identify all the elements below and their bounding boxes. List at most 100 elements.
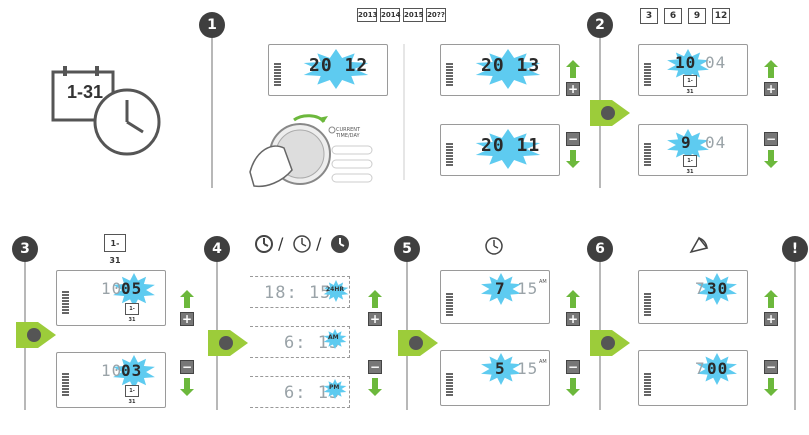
hour-value: 7 [695, 359, 706, 378]
mode-tag: PM [329, 384, 340, 391]
minute-value: 00 [707, 359, 729, 378]
plus-button[interactable]: + [368, 312, 382, 326]
signal-bars [446, 293, 453, 317]
control-dial[interactable]: CURRENT TIME/DAY [232, 112, 382, 192]
ampm-tag: AM [539, 279, 547, 285]
year-icon-2013: 2013 [357, 8, 377, 22]
intro-date-range: 1-31 [66, 82, 104, 102]
warning-circle: ! [782, 236, 808, 262]
clock-am-icon [293, 235, 311, 253]
plus-button[interactable]: + [180, 312, 194, 326]
signal-bars [446, 63, 453, 87]
step-6-play-icon[interactable] [590, 326, 630, 360]
down-arrow-icon [566, 378, 580, 396]
time-value: 6: 15 [284, 333, 341, 353]
year-icon-2014: 2014 [380, 8, 400, 22]
step-1-display-main: 20 12 [268, 44, 388, 96]
step-2-display-up: 10 04 1-31 [638, 44, 748, 96]
step-1-circle: 1 [199, 12, 225, 38]
time-format-row-pm: 6: 15 PM [250, 376, 350, 408]
day-value: 05 [121, 279, 143, 298]
year-value: 20 12 [309, 55, 369, 76]
year-icon-2015: 2015 [403, 8, 423, 22]
minus-button[interactable]: − [368, 360, 382, 374]
year-icons: 2013 2014 2015 20?? [357, 8, 447, 24]
step-4-circle: 4 [204, 236, 230, 262]
cal-tag: 1-31 [683, 155, 697, 175]
step-3-display-down: 10 03 1-31 [56, 352, 166, 408]
cal-tag: 1-31 [683, 75, 697, 95]
step-6-display-up: 7 30 [638, 270, 748, 324]
minus-button[interactable]: − [566, 132, 580, 146]
time-value: 6: 15 [284, 383, 341, 403]
minus-button[interactable]: − [764, 360, 778, 374]
step-5-circle: 5 [394, 236, 420, 262]
year-value: 20 11 [481, 135, 541, 156]
dial-label: CURRENT TIME/DAY [336, 127, 361, 139]
signal-bars [644, 63, 651, 87]
hour-value: 5 [495, 359, 506, 378]
ampm-tag: AM [539, 359, 547, 365]
clock-modes: / / [254, 234, 364, 256]
plus-button[interactable]: + [764, 312, 778, 326]
signal-bars [446, 143, 453, 167]
month-icon-3: 3 [640, 8, 658, 24]
month-value: 10 [675, 53, 697, 72]
signal-bars [446, 373, 453, 397]
step-3-display-up: 10 05 1-31 [56, 270, 166, 326]
step-3-calendar-icon: 1-31 [104, 234, 126, 265]
minus-button[interactable]: − [180, 360, 194, 374]
year-value: 20 13 [481, 55, 541, 76]
plus-button[interactable]: + [566, 82, 580, 96]
time-value: 18: 15 [264, 283, 332, 303]
step-6-circle: 6 [587, 236, 613, 262]
step-1-line [211, 38, 213, 188]
month-icons: 3 6 9 12 [640, 6, 740, 28]
step-5-display-up: 7 15 AM [440, 270, 550, 324]
month-value: 10 [101, 279, 123, 298]
signal-bars [644, 373, 651, 397]
signal-bars [62, 373, 69, 397]
step-2-play-icon[interactable] [590, 96, 630, 130]
separator: / [278, 234, 284, 253]
hour-value: 7 [495, 279, 506, 298]
step-1-display-up: 20 13 [440, 44, 560, 96]
cal-tag: 1-31 [125, 303, 139, 323]
step-6-display-down: 7 00 [638, 350, 748, 406]
up-arrow-icon [764, 290, 778, 308]
step-1-display-down: 20 11 [440, 124, 560, 176]
day-value: 03 [121, 361, 143, 380]
time-format-row-am: 6: 15 AM [250, 326, 350, 358]
down-arrow-icon [764, 150, 778, 168]
plus-button[interactable]: + [566, 312, 580, 326]
signal-bars [62, 291, 69, 315]
minute-value: 15 [517, 359, 539, 378]
month-icon-12: 12 [712, 8, 730, 24]
month-icon-9: 9 [688, 8, 706, 24]
step-1-divider [403, 44, 405, 180]
signal-bars [644, 293, 651, 317]
month-icon-6: 6 [664, 8, 682, 24]
signal-bars [644, 143, 651, 167]
up-arrow-icon [566, 60, 580, 78]
step-4-play-icon[interactable] [208, 326, 248, 360]
year-icon-unknown: 20?? [426, 8, 446, 22]
down-arrow-icon [180, 378, 194, 396]
plus-button[interactable]: + [764, 82, 778, 96]
step-3-circle: 3 [12, 236, 38, 262]
day-value: 04 [705, 53, 727, 72]
clock-pm-icon [331, 235, 349, 253]
minus-button[interactable]: − [764, 132, 778, 146]
down-arrow-icon [764, 378, 778, 396]
intro-calendar-clock-icon: 1-31 [45, 62, 165, 162]
mode-tag: 24HR [326, 286, 344, 293]
minus-button[interactable]: − [566, 360, 580, 374]
month-value: 10 [101, 361, 123, 380]
signal-bars [274, 63, 281, 87]
minute-value: 30 [707, 279, 729, 298]
day-value: 04 [705, 133, 727, 152]
step-3-play-icon[interactable] [16, 318, 56, 352]
cal-tag: 1-31 [125, 385, 139, 405]
step-5-play-icon[interactable] [398, 326, 438, 360]
mode-tag: AM [328, 334, 339, 341]
